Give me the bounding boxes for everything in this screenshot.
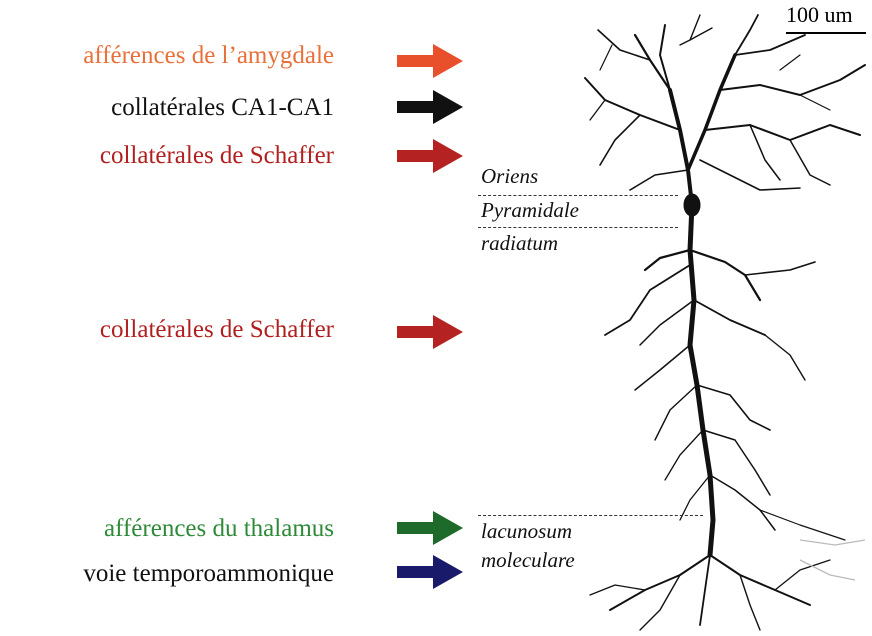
- layer-label-lacunosum: lacunosum: [481, 521, 572, 542]
- boundary-radiatum-lacunosum: [478, 515, 703, 516]
- scale-bar-label: 100 um: [786, 4, 853, 26]
- layer-label-oriens: Oriens: [481, 166, 538, 187]
- boundary-oriens-pyramidale: [478, 195, 678, 196]
- layer-label-radiatum: radiatum: [481, 233, 558, 254]
- layer-label-pyramidale: Pyramidale: [481, 200, 579, 221]
- layer-label-moleculare: moleculare: [481, 550, 575, 571]
- boundary-pyramidale-radiatum: [478, 227, 678, 228]
- scale-bar: [786, 32, 866, 34]
